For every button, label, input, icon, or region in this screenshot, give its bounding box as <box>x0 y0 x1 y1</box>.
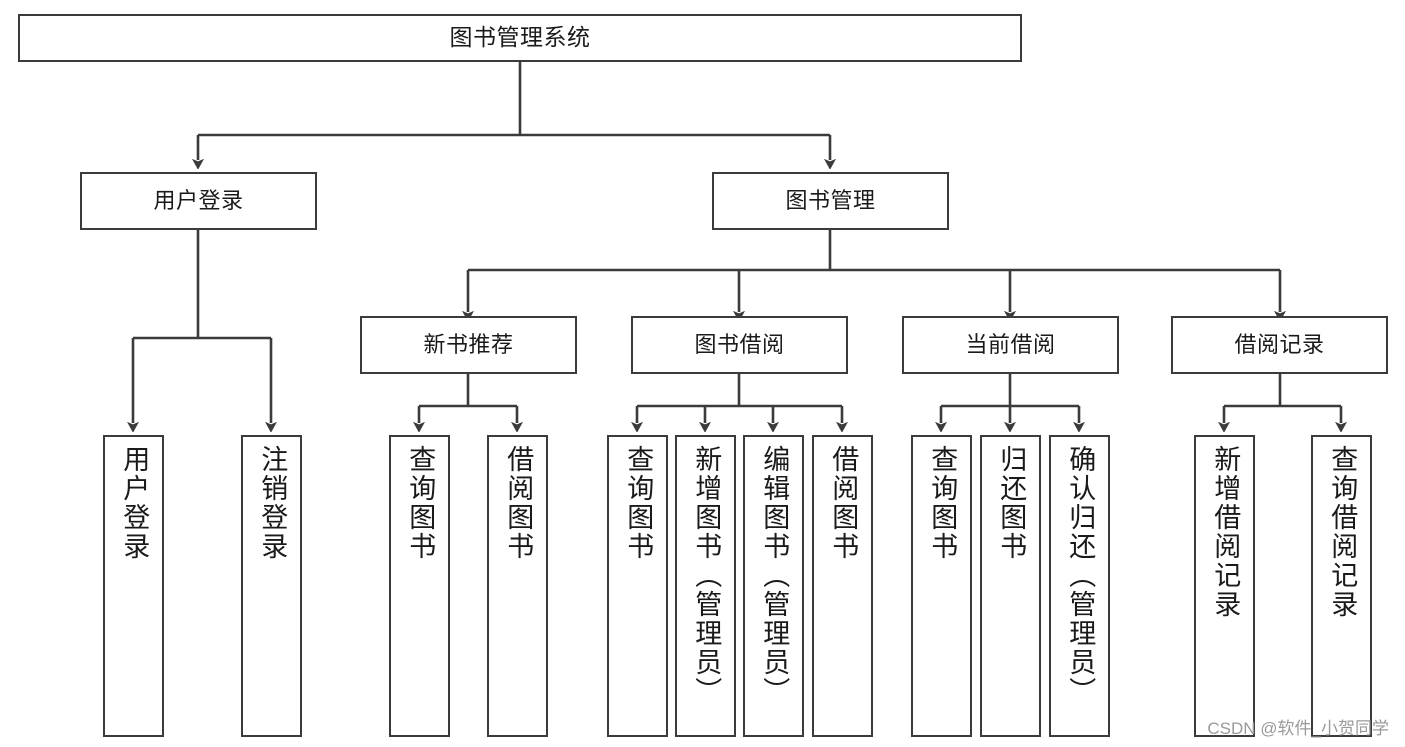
leaf-query-book-2-label: 查询图书 <box>623 445 654 561</box>
node-user-login-label: 用户登录 <box>153 188 244 214</box>
node-book-management-label: 图书管理 <box>785 188 876 214</box>
leaf-user-login[interactable]: 用户登录 <box>103 435 164 737</box>
node-user-login[interactable]: 用户登录 <box>80 172 317 230</box>
leaf-query-book-1[interactable]: 查询图书 <box>389 435 450 737</box>
leaf-return-book[interactable]: 归还图书 <box>980 435 1041 737</box>
node-book-borrow-label: 图书借阅 <box>694 332 785 358</box>
leaf-return-book-label: 归还图书 <box>996 445 1027 561</box>
node-new-book-recommend[interactable]: 新书推荐 <box>360 316 577 374</box>
leaf-query-book-3[interactable]: 查询图书 <box>911 435 972 737</box>
leaf-add-book-admin[interactable]: 新增图书（管理员） <box>675 435 736 737</box>
leaf-query-book-3-label: 查询图书 <box>927 445 958 561</box>
leaf-confirm-return-admin-label: 确认归还（管理员） <box>1065 445 1096 706</box>
leaf-add-borrow-record[interactable]: 新增借阅记录 <box>1194 435 1255 737</box>
leaf-user-login-label: 用户登录 <box>119 445 150 561</box>
leaf-add-borrow-record-label: 新增借阅记录 <box>1210 445 1241 619</box>
node-current-borrow-label: 当前借阅 <box>965 332 1056 358</box>
leaf-borrow-book-2[interactable]: 借阅图书 <box>812 435 873 737</box>
node-borrow-record[interactable]: 借阅记录 <box>1171 316 1388 374</box>
node-book-borrow[interactable]: 图书借阅 <box>631 316 848 374</box>
node-current-borrow[interactable]: 当前借阅 <box>902 316 1119 374</box>
leaf-confirm-return-admin[interactable]: 确认归还（管理员） <box>1049 435 1110 737</box>
leaf-edit-book-admin-label: 编辑图书（管理员） <box>759 445 790 706</box>
leaf-query-borrow-record[interactable]: 查询借阅记录 <box>1311 435 1372 737</box>
leaf-logout-login-label: 注销登录 <box>257 445 288 561</box>
csdn-watermark: CSDN @软件_小贺同学 <box>1207 719 1389 738</box>
leaf-query-book-2[interactable]: 查询图书 <box>607 435 668 737</box>
leaf-borrow-book-1[interactable]: 借阅图书 <box>487 435 548 737</box>
leaf-borrow-book-1-label: 借阅图书 <box>503 445 534 561</box>
leaf-query-book-1-label: 查询图书 <box>405 445 436 561</box>
leaf-logout-login[interactable]: 注销登录 <box>241 435 302 737</box>
leaf-add-book-admin-label: 新增图书（管理员） <box>691 445 722 706</box>
leaf-edit-book-admin[interactable]: 编辑图书（管理员） <box>743 435 804 737</box>
node-root[interactable]: 图书管理系统 <box>18 14 1022 62</box>
leaf-borrow-book-2-label: 借阅图书 <box>828 445 859 561</box>
leaf-query-borrow-record-label: 查询借阅记录 <box>1327 445 1358 619</box>
node-book-management[interactable]: 图书管理 <box>712 172 949 230</box>
node-root-label: 图书管理系统 <box>449 24 591 51</box>
node-new-book-recommend-label: 新书推荐 <box>423 332 514 358</box>
node-borrow-record-label: 借阅记录 <box>1234 332 1325 358</box>
